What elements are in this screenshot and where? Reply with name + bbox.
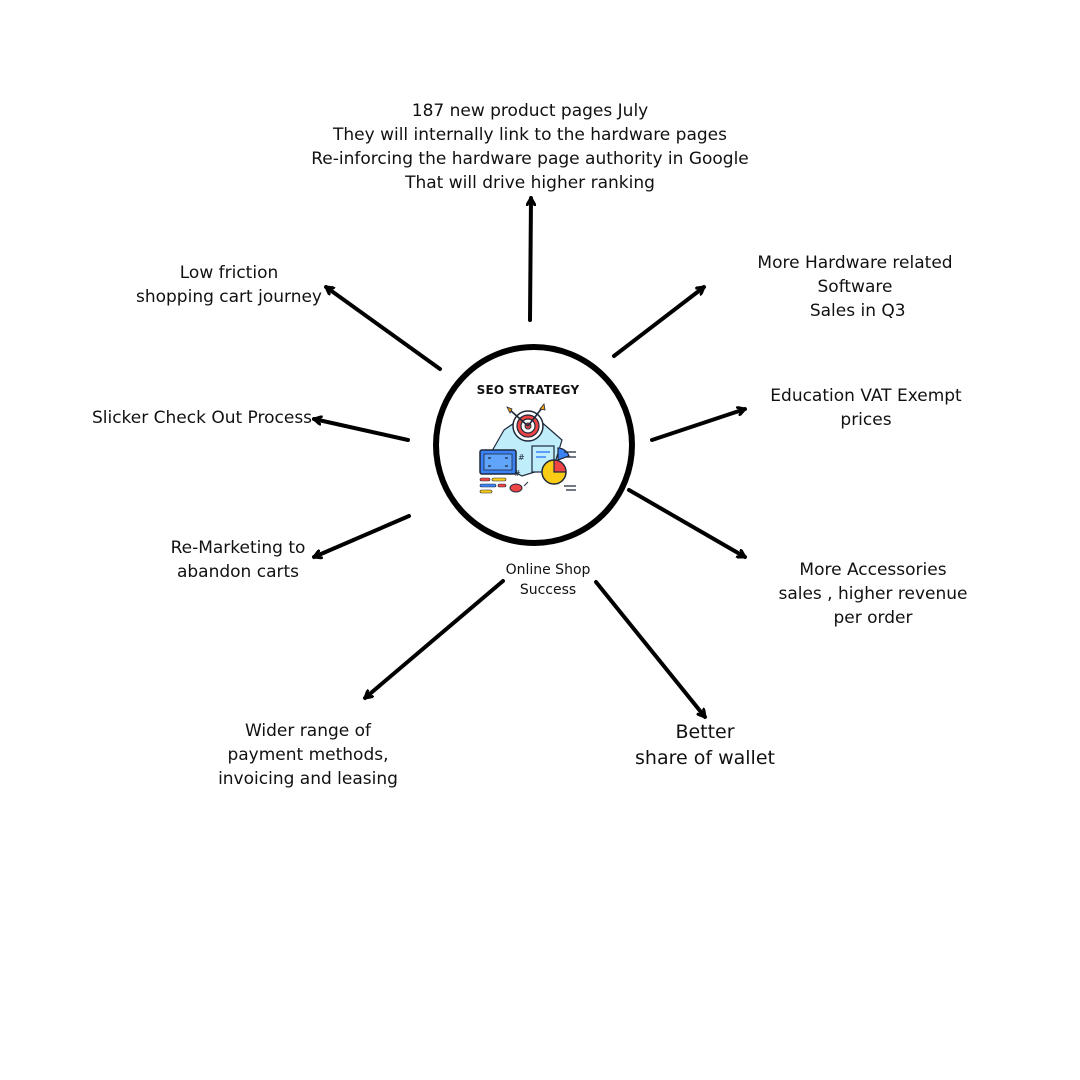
node-bottom-right: More Accessories sales , higher revenue … — [763, 558, 983, 630]
node-top-line: Re-inforcing the hardware page authority… — [311, 149, 749, 169]
node-left: Slicker Check Out Process — [86, 406, 318, 430]
node-bottom-right-line: More Accessories — [799, 560, 947, 580]
node-right-line: prices — [840, 410, 892, 430]
node-bottom-line: Better — [675, 721, 735, 743]
node-bottom-left-line: invoicing and leasing — [218, 769, 398, 789]
svg-text:#: # — [514, 469, 521, 478]
hub-circle — [433, 344, 635, 546]
node-bottom-right-line: sales , higher revenue — [778, 584, 968, 604]
arrow-bottom-left — [363, 579, 505, 700]
node-top-left: Low friction shopping cart journey — [134, 261, 324, 309]
node-top-left-line: Low friction — [179, 263, 279, 283]
node-left-line: Slicker Check Out Process — [91, 408, 313, 428]
node-top-left-line: shopping cart journey — [135, 287, 322, 307]
node-left-lower-line: abandon carts — [176, 562, 300, 582]
hub-caption-line: Online Shop — [505, 562, 591, 578]
node-top-line: They will internally link to the hardwar… — [332, 125, 727, 145]
node-right-line: Education VAT Exempt — [770, 386, 962, 406]
arrow-top — [530, 196, 531, 322]
node-top: 187 new product pages July They will int… — [280, 99, 780, 195]
node-left-lower: Re-Marketing to abandon carts — [158, 536, 318, 584]
arrow-right — [650, 409, 747, 442]
seo-strategy-icon: # # — [479, 403, 576, 494]
arrow-left-lower — [312, 514, 411, 557]
node-top-line: That will drive higher ranking — [405, 173, 655, 193]
hub-caption: Online Shop Success — [485, 560, 611, 600]
node-bottom-right-line: per order — [833, 608, 913, 628]
node-bottom-left-line: payment methods, — [227, 745, 389, 765]
arrow-top-right — [612, 285, 706, 358]
node-top-right-line: Software — [817, 277, 893, 297]
arrow-bottom-right — [627, 488, 747, 559]
hub-title: SEO STRATEGY — [476, 383, 580, 397]
svg-text:#: # — [518, 453, 525, 462]
node-bottom: Better share of wallet — [620, 719, 790, 771]
node-right: Education VAT Exempt prices — [756, 384, 976, 432]
node-left-lower-line: Re-Marketing to — [170, 538, 306, 558]
node-top-right-line: More Hardware related — [757, 253, 953, 273]
hub-caption-line: Success — [519, 582, 577, 598]
arrow-bottom — [594, 580, 707, 719]
node-top-right: More Hardware related Software Sales in … — [740, 251, 970, 323]
node-bottom-line: share of wallet — [635, 747, 775, 769]
arrow-top-left — [324, 285, 442, 371]
node-bottom-left-line: Wider range of — [244, 721, 372, 741]
node-top-right-line: Sales in Q3 — [804, 301, 906, 321]
node-bottom-left: Wider range of payment methods, invoicin… — [208, 719, 408, 791]
node-top-line: 187 new product pages July — [411, 101, 649, 121]
arrow-left — [312, 419, 410, 442]
